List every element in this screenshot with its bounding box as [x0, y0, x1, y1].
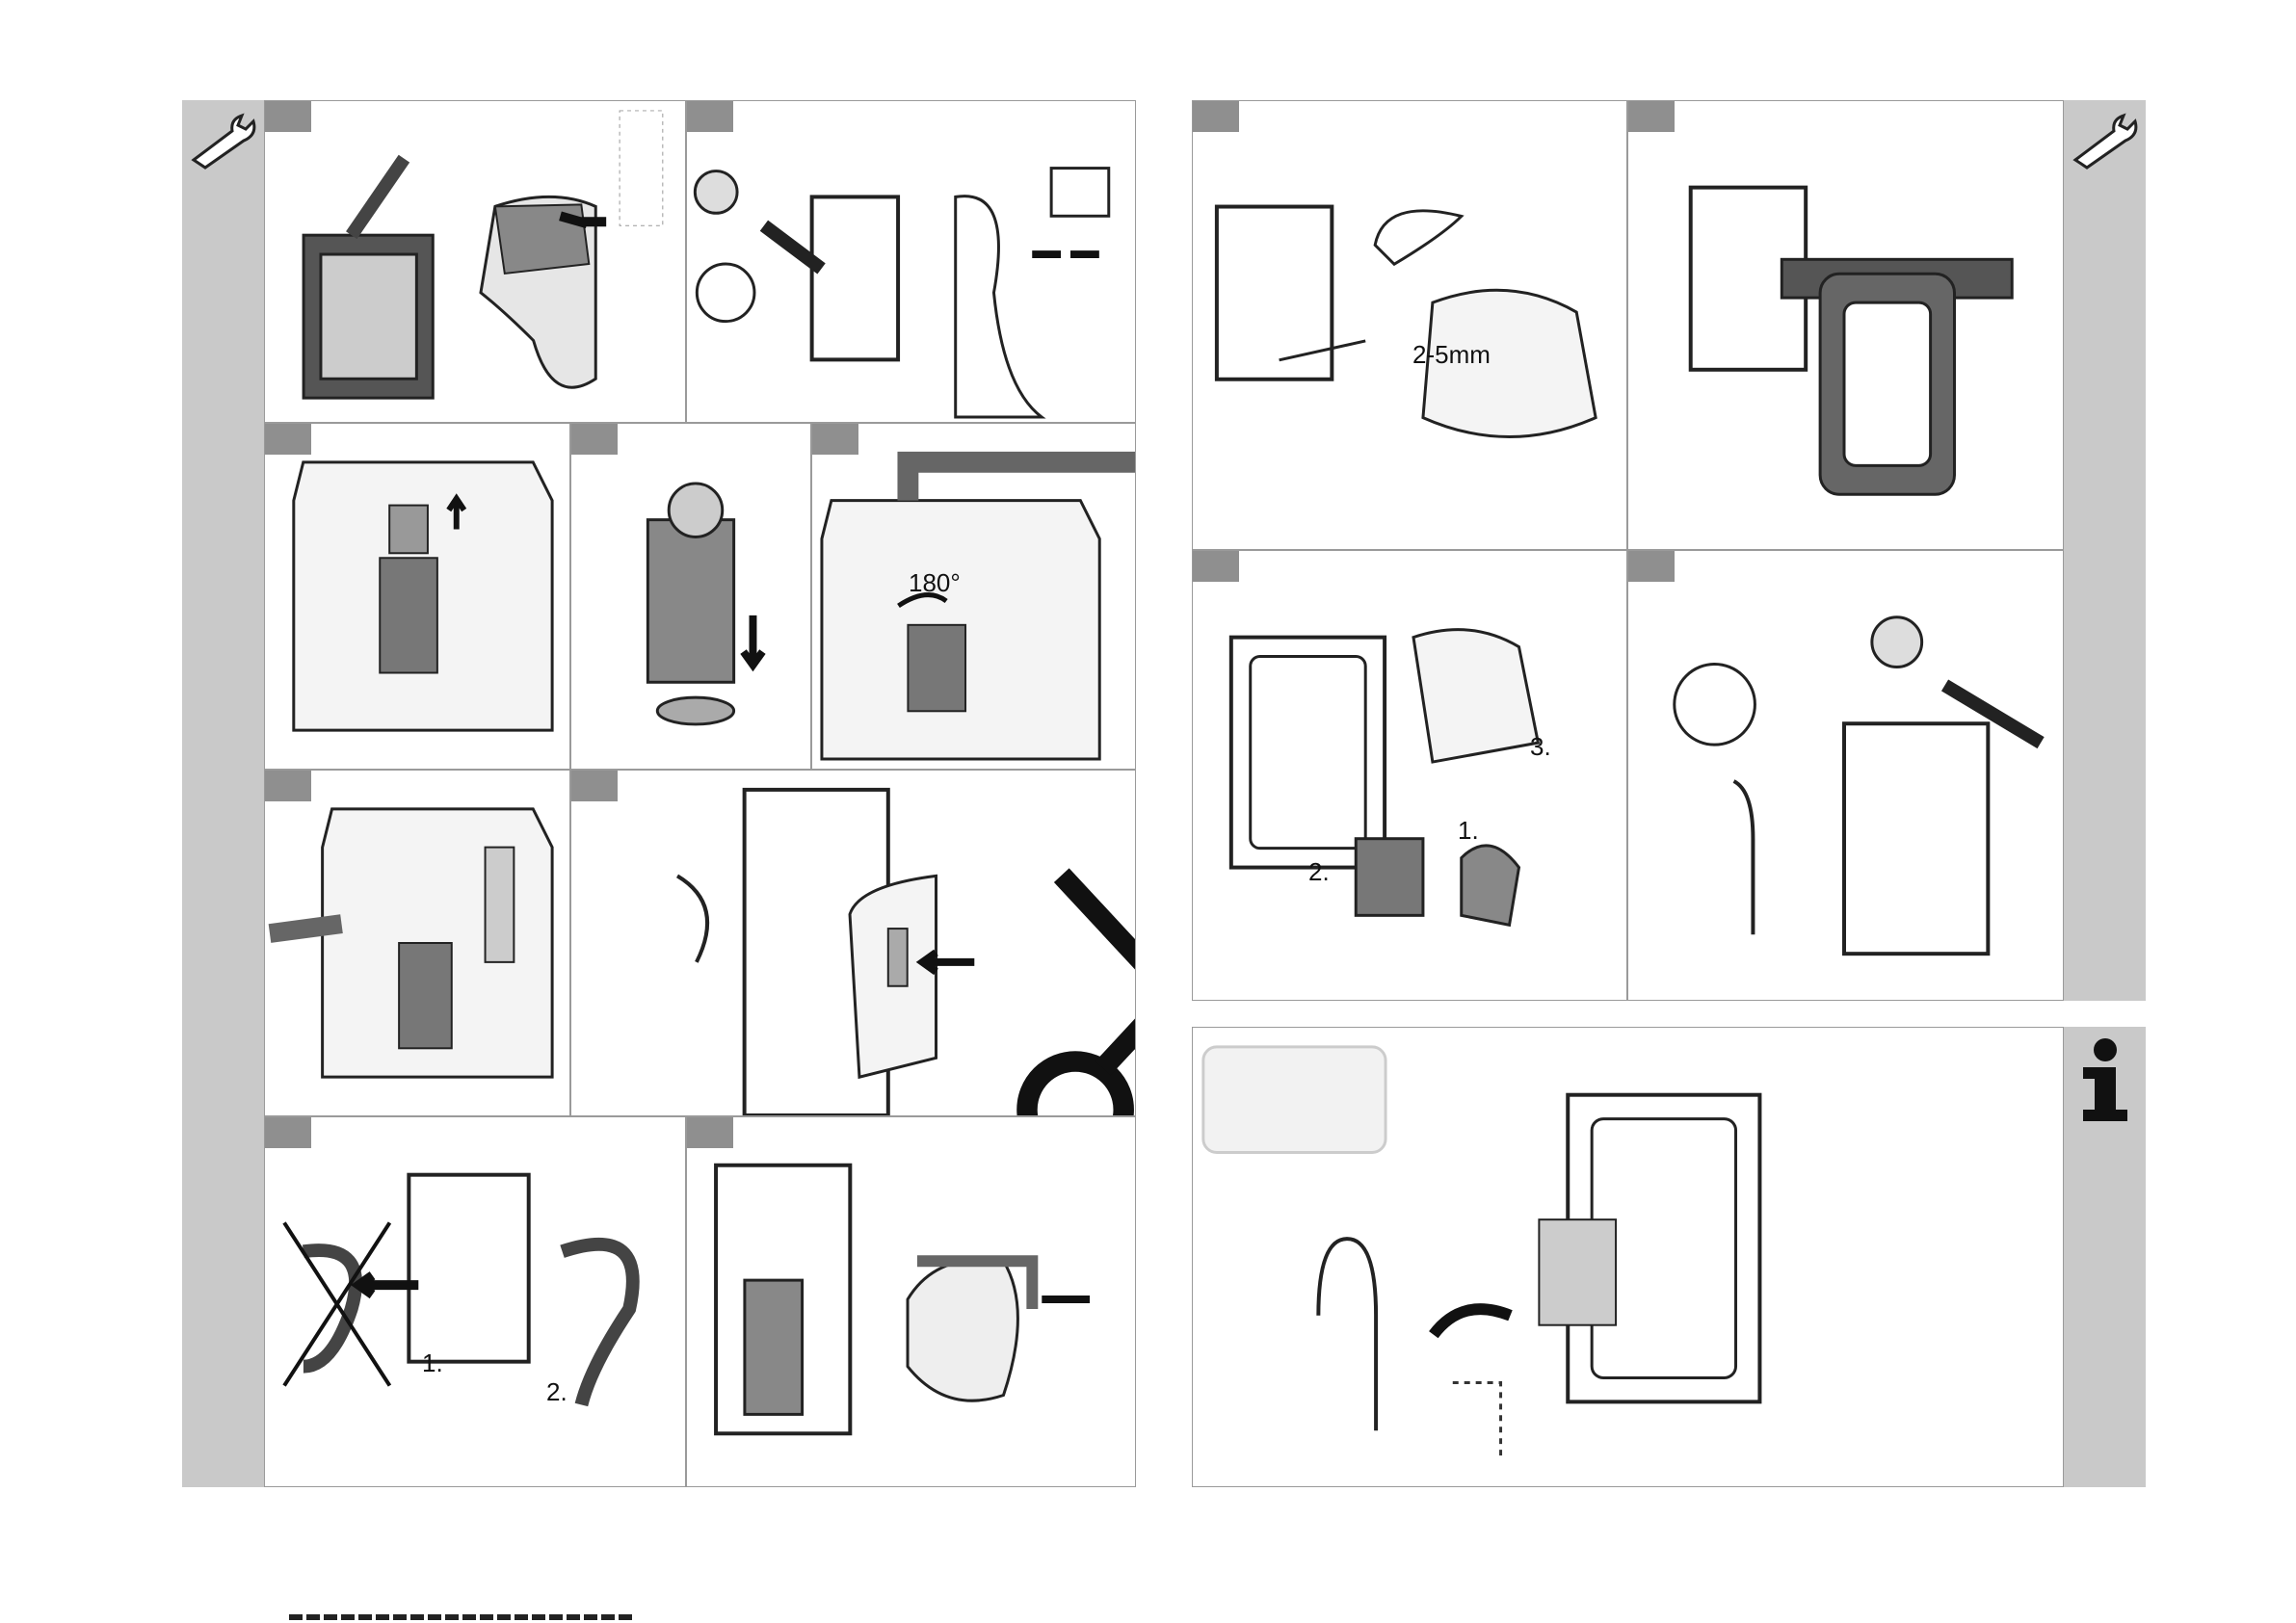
step-1-label: 1. — [1458, 816, 1479, 846]
print-registration-strip — [289, 1614, 636, 1620]
panel-step-19 — [1627, 100, 2064, 550]
wrench-icon — [2072, 112, 2141, 170]
wiring-illustration — [687, 101, 1135, 422]
mounting-plate-illustration — [1628, 101, 2063, 549]
rotation-label: 180° — [909, 568, 961, 598]
frame-adjust-illustration — [1193, 101, 1626, 549]
left-sidebar — [182, 100, 264, 1487]
step-2-label: 2. — [546, 1377, 567, 1407]
scissors-icon — [897, 848, 1136, 1116]
panel-step-18: 2-5mm — [1192, 100, 1627, 550]
assembly-overview-illustration — [1193, 1028, 2063, 1486]
left-page: 180° — [182, 100, 1136, 1487]
gap-measurement-label: 2-5mm — [1412, 340, 1491, 370]
cistern-valve-illustration — [265, 424, 569, 769]
panel-step-13: 180° — [811, 423, 1136, 770]
info-icon — [2073, 1036, 2137, 1123]
panel-step-11 — [264, 423, 570, 770]
right-sidebar — [2064, 100, 2146, 1001]
connect-module-illustration — [1628, 551, 2063, 1000]
wrench-icon — [190, 112, 259, 170]
right-sidebar-info — [2064, 1027, 2146, 1487]
panel-step-14 — [264, 770, 570, 1116]
panel-step-12 — [570, 423, 811, 770]
step-3-label: 3. — [1530, 732, 1551, 762]
right-page: 2-5mm 1. 2. 3. — [1192, 100, 2146, 1487]
panel-step-9 — [264, 100, 686, 423]
panel-step-10 — [686, 100, 1136, 423]
module-insert-illustration — [1193, 551, 1626, 1000]
exclamation-icon — [602, 113, 686, 423]
step-2-label: 2. — [1308, 857, 1330, 887]
step-1-label: 1. — [422, 1348, 443, 1378]
panel-step-21 — [1627, 550, 2064, 1001]
panel-step-17 — [686, 1116, 1136, 1487]
panel-step-20: 1. 2. 3. — [1192, 550, 1627, 1001]
valve-removal-illustration — [571, 424, 810, 769]
panel-step-15 — [570, 770, 1136, 1116]
panel-info — [1192, 1027, 2064, 1487]
rotate-valve-illustration — [812, 424, 1135, 769]
hose-replacement-illustration — [265, 1117, 685, 1486]
panel-step-16: 1. 2. — [264, 1116, 686, 1487]
cistern-reassembly-illustration — [265, 771, 569, 1115]
valve-test-illustration — [687, 1117, 1135, 1486]
